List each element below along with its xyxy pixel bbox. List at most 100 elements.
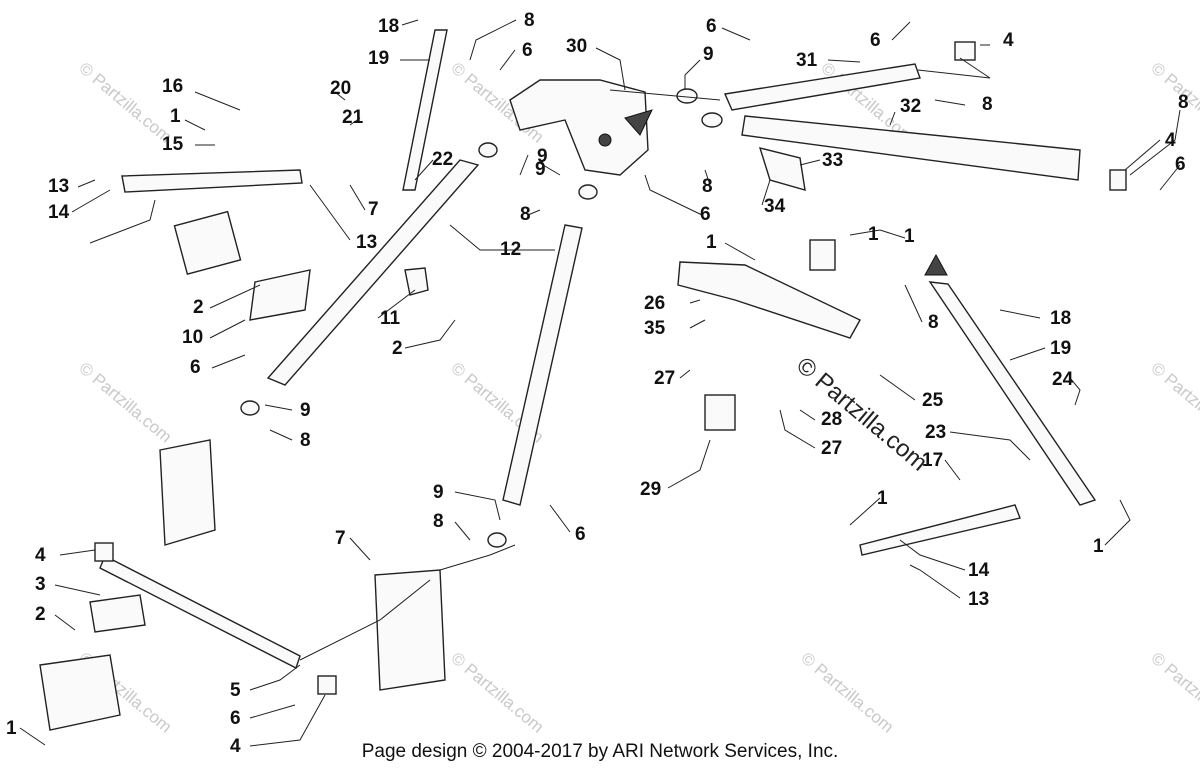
callout-number: 2 [193, 297, 204, 318]
fitting-4-right [1109, 169, 1127, 191]
callout-number: 4 [230, 736, 241, 757]
leader-line [184, 119, 206, 131]
leader-line [879, 374, 916, 401]
leader-line [264, 404, 293, 411]
leader-line [469, 19, 517, 61]
leader-line [944, 459, 961, 481]
callout-number: 6 [706, 16, 717, 37]
callout-number: 4 [1003, 30, 1014, 51]
callout-number: 5 [230, 680, 241, 701]
watermark: © Partzilla.com [447, 649, 547, 737]
callout-number: 19 [1050, 338, 1071, 359]
bar-19-top [402, 29, 448, 191]
leader-line [999, 309, 1041, 319]
callout-number: 13 [48, 176, 69, 197]
bar-14-right [859, 504, 1021, 556]
callout-number: 8 [433, 511, 444, 532]
leader-line [799, 159, 821, 166]
callout-number: 27 [821, 438, 842, 459]
leader-line [209, 284, 261, 309]
callout-number: 8 [702, 176, 713, 197]
leader-line [644, 174, 703, 216]
callout-number: 6 [700, 204, 711, 225]
callout-number: 12 [500, 239, 521, 260]
callout-number: 8 [1178, 92, 1189, 113]
callout-number: 15 [162, 134, 184, 155]
upper-center-bracket [509, 79, 649, 176]
callout-number: 33 [822, 150, 843, 171]
callout-number: 9 [433, 482, 444, 503]
leader-line [454, 491, 501, 521]
mount-lower [704, 394, 736, 431]
watermark: © Partzilla.com [75, 59, 175, 147]
leader-line [799, 409, 816, 421]
cap-11 [404, 267, 429, 296]
leader-line [349, 184, 366, 211]
watermark-large: © Partzilla.com [791, 352, 932, 477]
callout-number: 7 [335, 528, 346, 549]
callout-number: 2 [392, 338, 403, 359]
callout-number: 16 [162, 76, 183, 97]
callout-number: 6 [1175, 154, 1186, 175]
leader-line [689, 319, 706, 329]
bushing-9-f [487, 532, 507, 548]
callout-number: 7 [368, 199, 379, 220]
actuator-assembly [39, 654, 121, 731]
leader-line [827, 59, 861, 63]
callout-number: 8 [524, 10, 535, 31]
callout-number: 1 [868, 224, 879, 245]
chassis-bracket-center [374, 569, 446, 691]
callout-number: 1 [904, 226, 915, 247]
leader-line [899, 539, 966, 571]
leader-line [194, 91, 241, 111]
leader-line [499, 49, 516, 71]
leader-line [609, 89, 721, 101]
leader-line [334, 91, 346, 101]
leader-line [889, 111, 896, 126]
leader-line [404, 319, 456, 349]
callout-number: 10 [182, 327, 203, 348]
callout-number: 6 [870, 30, 881, 51]
callout-number: 35 [644, 318, 666, 339]
watermark: © Partzilla.com [1147, 649, 1200, 737]
leader-layer [19, 19, 1181, 747]
callout-number: 8 [520, 204, 531, 225]
tube-12-center [502, 224, 583, 506]
bracket-10 [249, 269, 311, 321]
callout-number: 30 [566, 36, 587, 57]
leader-line [849, 497, 881, 526]
callout-number: 1 [1093, 536, 1104, 557]
tube-12-left [266, 159, 480, 386]
leader-line [19, 727, 46, 746]
leader-line [849, 229, 906, 239]
callout-number: 18 [1050, 308, 1071, 329]
callout-number: 24 [1052, 369, 1074, 390]
callout-number: 21 [342, 107, 364, 128]
leader-line [1104, 499, 1131, 546]
leader-line [401, 19, 419, 26]
callout-number: 23 [925, 422, 946, 443]
bushing-9-b [701, 112, 723, 128]
callout-number: 14 [48, 202, 70, 223]
leader-line [249, 664, 301, 691]
bracket-33 [758, 147, 806, 191]
orientation-arrow-top [624, 109, 653, 136]
bracket-3 [89, 594, 146, 633]
leader-line [249, 704, 296, 719]
orientation-arrow-right [924, 253, 948, 276]
leader-line [54, 584, 101, 596]
callout-number: 1 [877, 488, 888, 509]
bar-19-right [928, 281, 1097, 506]
callout-number: 31 [796, 50, 818, 71]
leader-line [949, 431, 1031, 461]
leader-line [1124, 139, 1161, 171]
tube-32 [741, 115, 1081, 181]
callout-number: 27 [654, 368, 675, 389]
callout-number: 9 [535, 159, 546, 180]
watermark: © Partzilla.com [75, 359, 175, 447]
callout-number: 8 [300, 430, 311, 451]
leader-line [891, 21, 911, 41]
leader-line [349, 117, 361, 126]
leader-line [684, 59, 701, 90]
